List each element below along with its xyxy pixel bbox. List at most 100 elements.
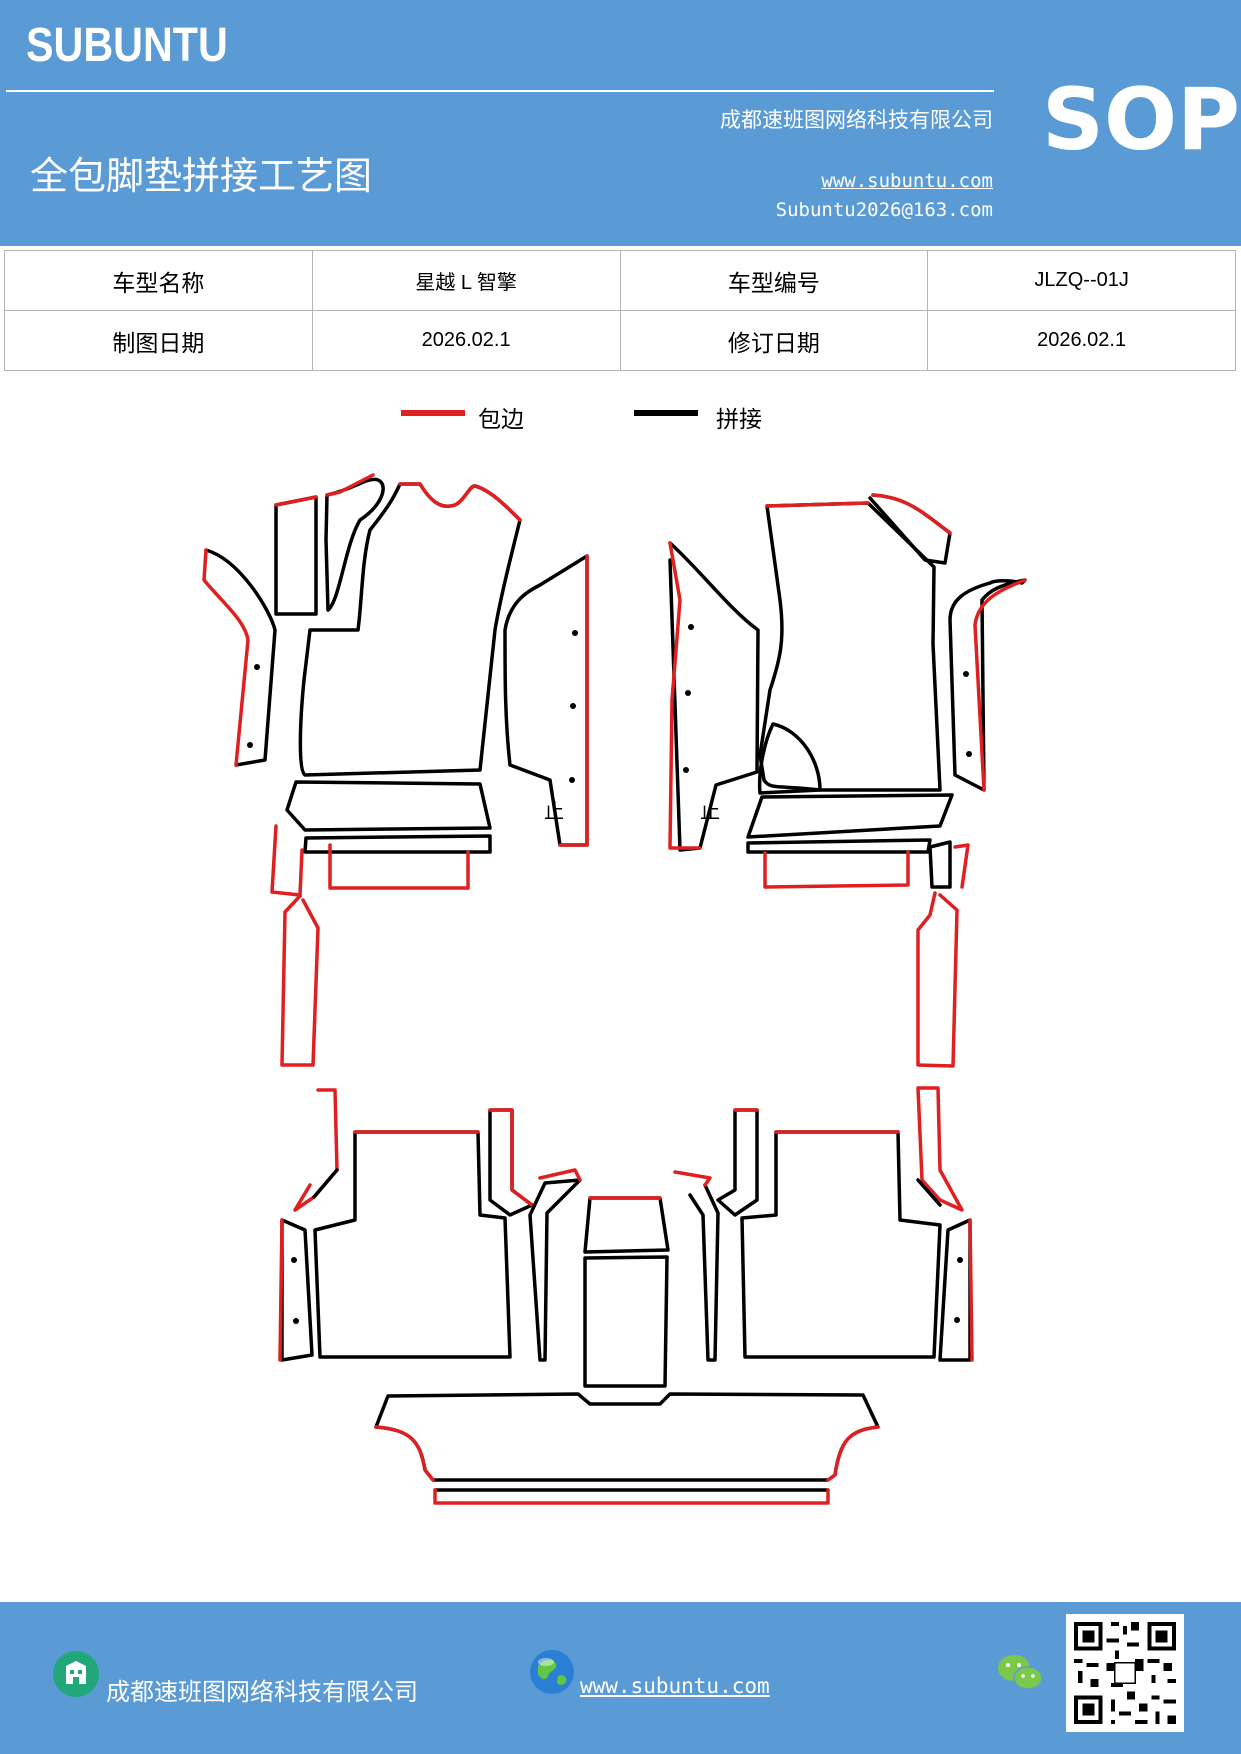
model-name-label: 车型名称: [4, 250, 313, 311]
edge-segment: [274, 495, 318, 507]
mat-piece: [324, 477, 385, 612]
edge-segment: [668, 541, 702, 850]
hole-mark: [954, 1317, 960, 1323]
edge-segment: [398, 482, 522, 522]
mat-piece: [928, 840, 952, 889]
edge-segment: [538, 1168, 582, 1182]
table-row: 制图日期 2026.02.1 修订日期 2026.02.1: [4, 310, 1236, 371]
mat-piece: [274, 495, 318, 616]
hole-mark: [683, 767, 689, 773]
footer-company: 成都速班图网络科技有限公司: [106, 1678, 418, 1706]
hole-mark: [293, 1318, 299, 1324]
legend-seam-swatch: [634, 410, 698, 416]
edge-segment: [278, 1218, 284, 1362]
rear-mats: [278, 1086, 974, 1505]
edge-segment: [763, 850, 910, 889]
edge-segment: [953, 843, 970, 889]
legend-seam-label: 拼接: [716, 407, 762, 433]
front-left-mats: 止: [202, 473, 589, 1067]
hole-mark: [957, 1257, 963, 1263]
mat-rear-left: [313, 1130, 512, 1359]
header-divider: [6, 90, 994, 92]
hole-mark: [685, 690, 691, 696]
mat-side-driver: [503, 554, 589, 847]
mat-main-driver: [298, 482, 522, 777]
seam-segment: [916, 1178, 942, 1207]
mat-piece: [688, 1183, 720, 1362]
footer-banner: 成都速班图网络科技有限公司 www.subuntu.com: [0, 1602, 1241, 1754]
stop-mark: 止: [700, 799, 720, 823]
mat-piece: [938, 1218, 972, 1362]
globe-icon: [530, 1650, 574, 1694]
page-title: 全包脚垫拼接工艺图: [30, 154, 373, 198]
edge-segment: [488, 1108, 534, 1207]
mat-piece: [916, 1086, 964, 1212]
mat-rear-right: [740, 1130, 942, 1359]
edge-segment: [325, 473, 375, 497]
wechat-icon: [998, 1655, 1043, 1690]
edge-segment: [202, 548, 250, 767]
footer-url-link[interactable]: www.subuntu.com: [580, 1674, 770, 1698]
edge-segment: [765, 501, 870, 508]
hole-mark: [247, 742, 253, 748]
edge-segment: [673, 1170, 712, 1187]
header-email: Subuntu2026@163.com: [775, 199, 993, 221]
table-row: 车型名称 星越 L 智擎 车型编号 JLZQ--01J: [4, 250, 1236, 311]
draw-date-value: 2026.02.1: [311, 310, 621, 371]
hole-mark: [569, 777, 575, 783]
model-code-value: JLZQ--01J: [927, 250, 1236, 311]
edge-segment: [973, 578, 1027, 792]
edge-segment: [558, 554, 589, 847]
qr-code[interactable]: [1066, 1614, 1184, 1732]
mat-piece: [948, 578, 1027, 792]
floor-mat-diagram: 止 止: [202, 473, 1027, 1505]
mat-strip: [746, 793, 954, 839]
mat-side-rail: [916, 891, 959, 1068]
draw-date-label: 制图日期: [4, 310, 313, 371]
legend-edge-swatch: [401, 410, 465, 416]
header-banner: SUBUNTU 成都速班图网络科技有限公司 全包脚垫拼接工艺图 www.subu…: [0, 0, 1241, 246]
mat-piece: [280, 1218, 314, 1362]
sop-label: SOP: [1042, 70, 1241, 170]
hole-mark: [963, 671, 969, 677]
hole-mark: [570, 703, 576, 709]
mat-rear-full: [374, 1392, 880, 1482]
front-right-mats: 止: [668, 493, 1027, 1068]
mat-strip: [303, 834, 492, 854]
mat-piece: [528, 1178, 582, 1362]
edge-segment: [328, 843, 470, 890]
info-table: 车型名称 星越 L 智擎 车型编号 JLZQ--01J 制图日期 2026.02…: [4, 250, 1236, 371]
qr-code-image: [1066, 1614, 1184, 1732]
header-url-link[interactable]: www.subuntu.com: [821, 170, 993, 192]
header-company: 成都速班图网络科技有限公司: [720, 108, 993, 132]
model-name-value: 星越 L 智擎: [311, 250, 621, 311]
hole-mark: [291, 1257, 297, 1263]
hole-mark: [572, 630, 578, 636]
mat-side-passenger: [668, 541, 760, 852]
edge-segment: [374, 1425, 880, 1482]
mat-wheel-arch: [757, 722, 822, 795]
legend: 包边 拼接: [0, 396, 1241, 436]
edge-segment: [871, 493, 952, 535]
brand-logo: SUBUNTU: [26, 19, 228, 72]
mat-tunnel-top: [583, 1196, 670, 1254]
hole-mark: [688, 624, 694, 630]
mat-tunnel: [583, 1255, 669, 1388]
revise-date-value: 2026.02.1: [927, 310, 1236, 371]
mat-strip: [746, 838, 932, 854]
building-icon: [53, 1651, 99, 1697]
stop-mark: 止: [544, 799, 564, 823]
edge-segment: [968, 1218, 974, 1362]
model-code-label: 车型编号: [619, 250, 929, 311]
edge-segment: [270, 824, 304, 897]
hole-mark: [966, 751, 972, 757]
legend-edge-label: 包边: [478, 407, 524, 433]
mat-strip: [285, 780, 492, 832]
hole-mark: [254, 664, 260, 670]
mat-side-rail: [280, 894, 320, 1067]
mat-piece: [204, 548, 277, 767]
mat-piece: [716, 1108, 759, 1217]
edge-segment: [433, 1488, 830, 1505]
revise-date-label: 修订日期: [619, 310, 929, 371]
seam-segment: [312, 1168, 339, 1199]
